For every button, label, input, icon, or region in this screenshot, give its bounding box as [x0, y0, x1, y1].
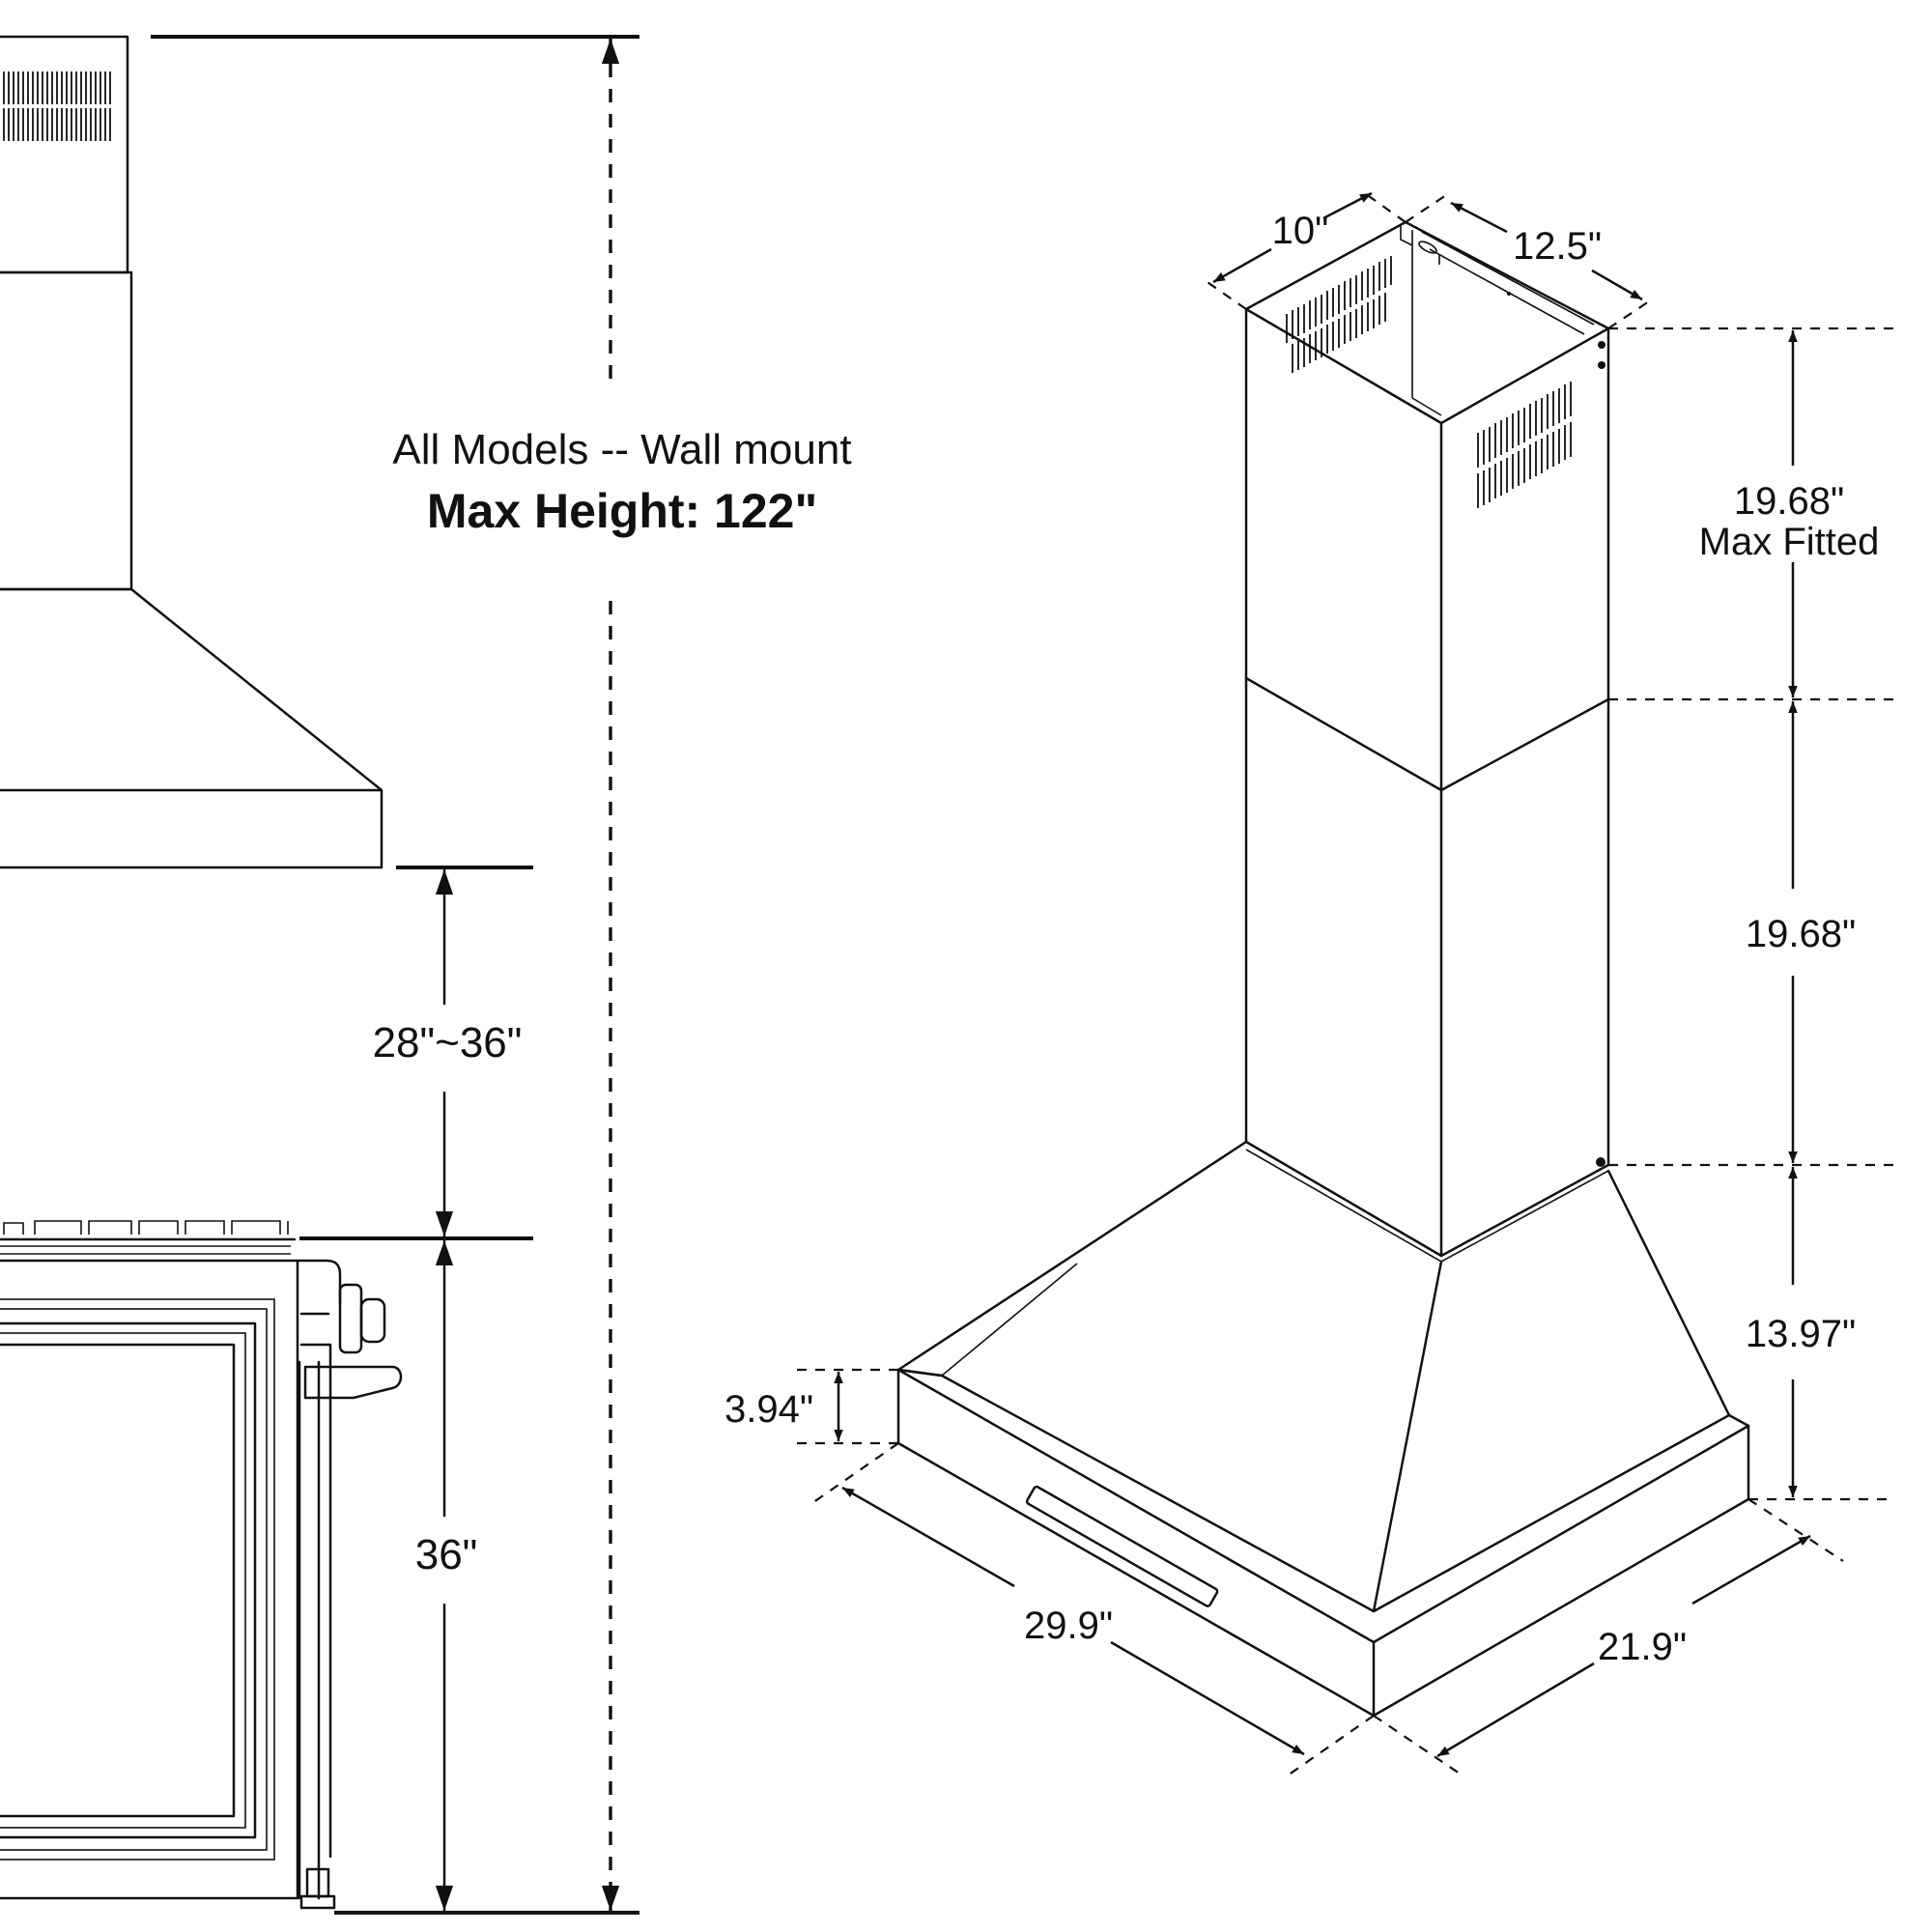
upper-chimney-value: 19.68": [1734, 480, 1844, 523]
top-width-label: 12.5": [1513, 225, 1602, 268]
upper-chimney: [1244, 220, 1610, 792]
bottom-width-dimension-line: [841, 1486, 1015, 1588]
canopy-height-label: 13.97": [1746, 1313, 1856, 1355]
left-canopy: [0, 587, 384, 869]
canopy: [896, 1140, 1750, 1718]
top-depth-label: 10": [1272, 210, 1329, 252]
left-vent-slots: [3, 71, 111, 141]
top-depth-dimension-line: [1212, 247, 1272, 284]
bottom-depth-dimension-line: [1436, 1662, 1595, 1758]
lower-chimney: [1244, 676, 1610, 1258]
oven-range: [0, 1220, 403, 1910]
left-side-view: All Models -- Wall mount Max Height: 122…: [0, 35, 852, 1915]
right-isometric-view: 10" 12.5" 19.68" Max Fitted 19.68" 13.97…: [724, 190, 1893, 1778]
left-lower-chimney: [0, 270, 133, 591]
gap-dimension-label: 28"~36": [373, 1019, 523, 1066]
max-height-label: Max Height: 122": [427, 484, 817, 538]
bottom-width-label: 29.9": [1024, 1605, 1113, 1647]
lower-chimney-label: 19.68": [1746, 913, 1856, 955]
control-panel-strip: [1025, 1485, 1219, 1607]
upper-chimney-note: Max Fitted: [1699, 521, 1880, 563]
wall-mount-title: All Models -- Wall mount: [392, 426, 851, 473]
range-height-label: 36": [415, 1531, 478, 1578]
top-width-dimension-line: [1450, 201, 1508, 234]
front-edge-label: 3.94": [724, 1388, 813, 1431]
bottom-depth-label: 21.9": [1598, 1626, 1687, 1668]
